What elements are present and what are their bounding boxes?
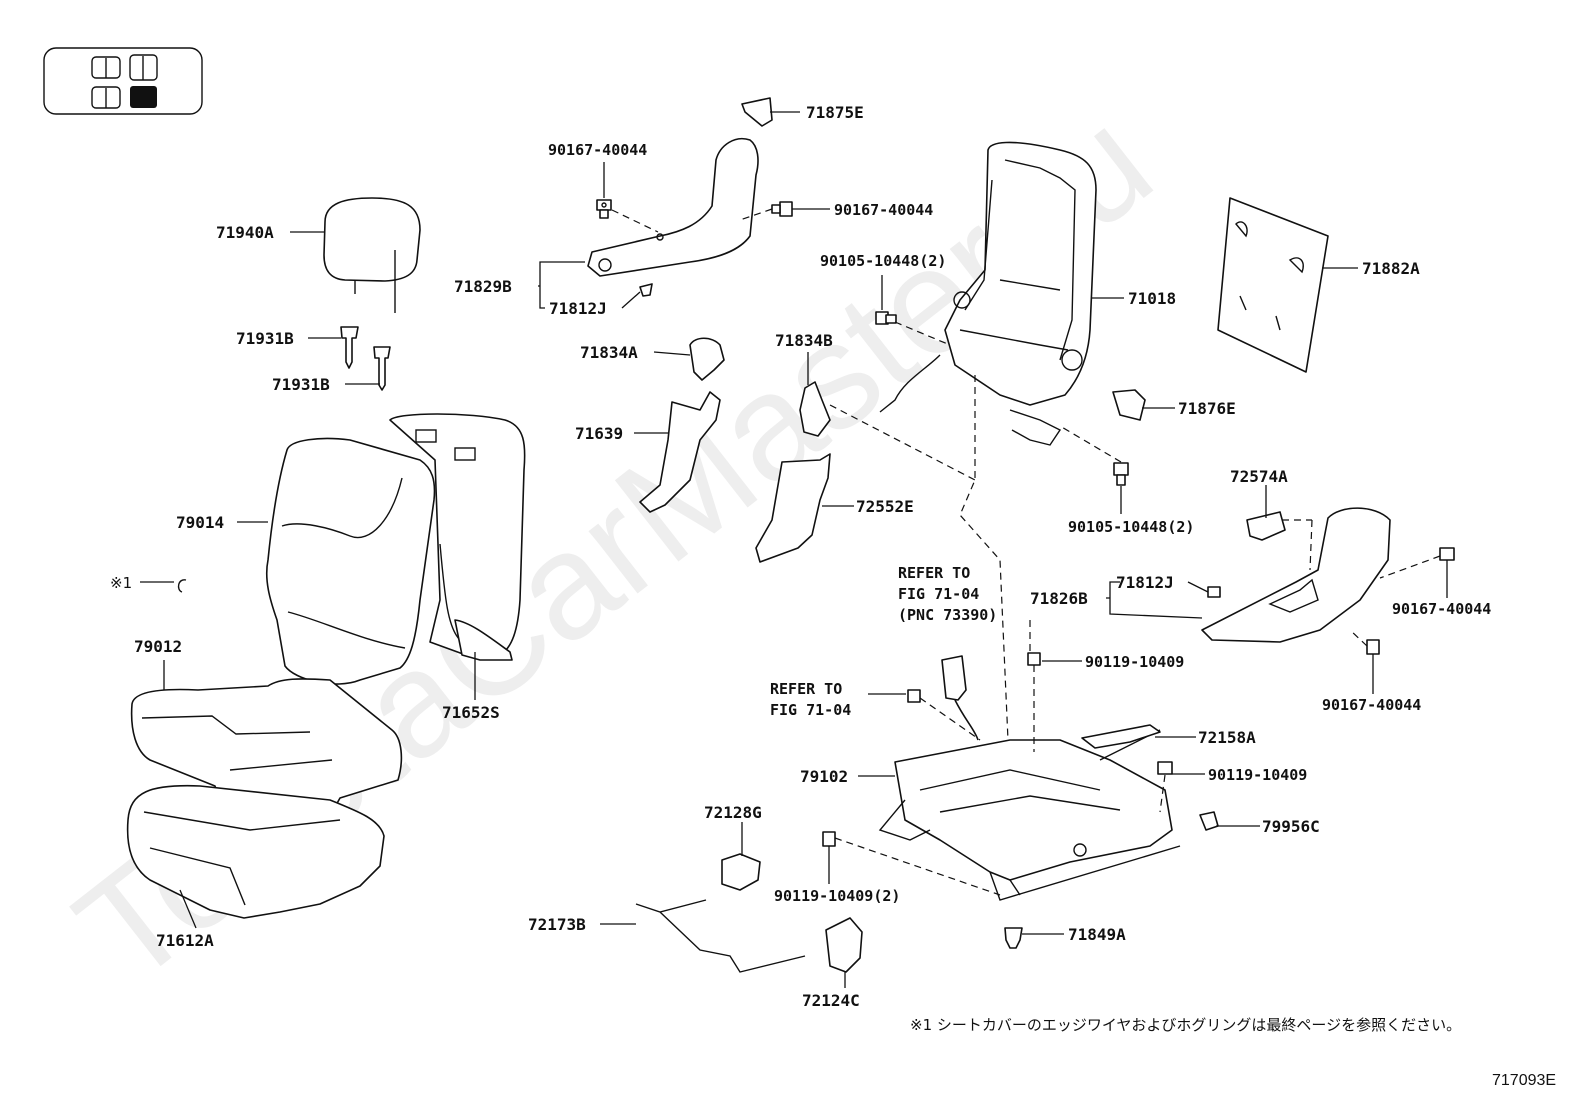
reference-note-1-line-2: FIG 71-04 — [898, 585, 979, 603]
part-label-71834B: 71834B — [775, 331, 833, 350]
part-label-90167-40044-top-left: 90167-40044 — [548, 141, 647, 159]
frame-cover-drawing — [1112, 389, 1146, 421]
release-rod-drawing — [635, 899, 806, 973]
hinge-cover-drawing — [587, 97, 773, 297]
reference-note-1-line-3: (PNC 73390) — [898, 606, 997, 624]
part-label-71882A: 71882A — [1362, 259, 1420, 278]
part-label-72552E: 72552E — [856, 497, 914, 516]
reference-note-2-line-1: REFER TO — [770, 680, 842, 698]
bolt-drawing — [596, 199, 793, 219]
part-label-71829B: 71829B — [454, 277, 512, 296]
rail-end-cover-drawing — [721, 853, 761, 891]
part-label-71826B: 71826B — [1030, 589, 1088, 608]
seatback-frame-drawing — [879, 141, 1097, 446]
reference-note-1-line-1: REFER TO — [898, 564, 970, 582]
part-label-71876E: 71876E — [1178, 399, 1236, 418]
assembly-lines — [611, 208, 1441, 896]
part-label-90119-10409-upper: 90119-10409 — [1085, 653, 1184, 671]
seat-position-icon — [43, 47, 203, 115]
part-label-90105-10448-upper: 90105-10448(2) — [820, 252, 946, 270]
part-label-71931B-upper: 71931B — [236, 329, 294, 348]
part-label-79102: 79102 — [800, 767, 848, 786]
part-label-71639: 71639 — [575, 424, 623, 443]
figure-code: 717093E — [1492, 1072, 1556, 1089]
part-label-79956C: 79956C — [1262, 817, 1320, 836]
part-label-72173B: 72173B — [528, 915, 586, 934]
headrest-drawing — [323, 197, 421, 313]
part-label-71875E: 71875E — [806, 103, 864, 122]
footnote-text: ※1 シートカバーのエッジワイヤおよびホグリングは最終ページを参照ください。 — [910, 1016, 1461, 1034]
part-label-71834A: 71834A — [580, 343, 638, 362]
inner-cover-drawing — [755, 381, 831, 563]
side-cover-drawing — [639, 337, 725, 513]
back-board-drawing — [1217, 197, 1329, 373]
part-label-90119-10409-lower: 90119-10409(2) — [774, 887, 900, 905]
part-label-72158A: 72158A — [1198, 728, 1256, 747]
recliner-cover-drawing — [1201, 507, 1391, 643]
part-label-71612A: 71612A — [156, 931, 214, 950]
part-label-90167-40044-top-right: 90167-40044 — [834, 201, 933, 219]
part-label-71812J-upper: 71812J — [549, 299, 607, 318]
seat-frame-bolt-drawing — [822, 761, 1219, 847]
lower-cover-drawing — [825, 917, 863, 973]
part-label-90105-10448-lower: 90105-10448(2) — [1068, 518, 1194, 536]
seatback-board-drawing — [454, 619, 513, 661]
part-label-72128G: 72128G — [704, 803, 762, 822]
clip-drawing — [1004, 927, 1023, 949]
part-label-71018: 71018 — [1128, 289, 1176, 308]
hog-ring-drawing — [177, 579, 187, 593]
part-label-79014: 79014 — [176, 513, 224, 532]
part-label-72574A: 72574A — [1230, 467, 1288, 486]
headrest-guide-drawing — [340, 326, 391, 391]
rail-cover-drawing — [1081, 724, 1161, 749]
part-label-71652S: 71652S — [442, 703, 500, 722]
part-label-90119-10409-middle: 90119-10409 — [1208, 766, 1307, 784]
seat-frame-drawing — [878, 729, 1181, 901]
part-label-71940A: 71940A — [216, 223, 274, 242]
part-label-71931B-lower: 71931B — [272, 375, 330, 394]
footnote-marker: ※1 — [110, 574, 132, 592]
reference-note-2-line-2: FIG 71-04 — [770, 701, 851, 719]
part-label-71812J-lower: 71812J — [1116, 573, 1174, 592]
belt-buckle-drawing — [907, 652, 1041, 741]
seat-cushion-cover-drawing — [130, 678, 403, 835]
frame-bolt-drawing — [875, 311, 1129, 486]
part-label-79012: 79012 — [134, 637, 182, 656]
part-label-71849A: 71849A — [1068, 925, 1126, 944]
part-label-90167-40044-right-lower: 90167-40044 — [1322, 696, 1421, 714]
part-label-90167-40044-right-upper: 90167-40044 — [1392, 600, 1491, 618]
seat-cushion-pad-drawing — [126, 784, 385, 919]
part-label-72124C: 72124C — [802, 991, 860, 1010]
leader-lines — [140, 111, 1448, 988]
